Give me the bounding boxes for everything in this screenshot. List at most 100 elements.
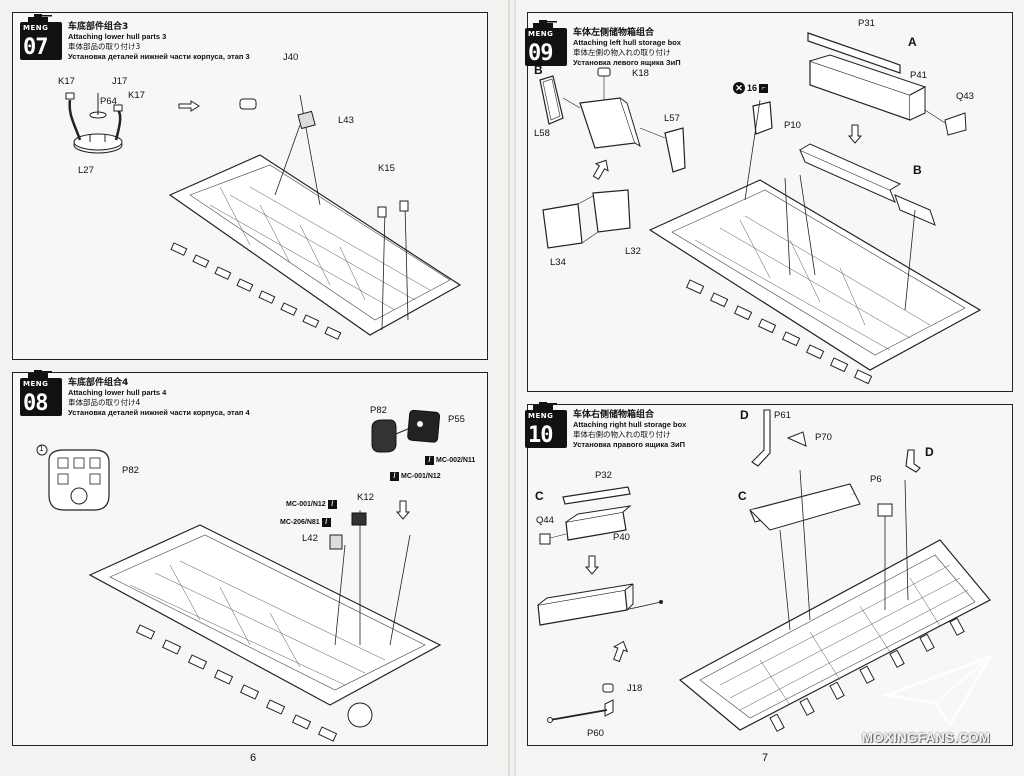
step-10-title-jp: 車体右側の物入れの取り付け [573, 430, 671, 439]
page-number-right: 7 [762, 752, 769, 764]
step-10-header: MENG 10 车体右侧储物箱组合 Attaching right hull s… [525, 402, 686, 450]
tank-icon [28, 370, 52, 378]
step-09-title-jp: 車体左側の物入れの取り付け [573, 48, 671, 57]
down-arrow-icon [395, 500, 411, 520]
step-10-titles: 车体右侧储物箱组合 Attaching right hull storage b… [573, 410, 686, 450]
tank-icon [28, 14, 52, 22]
step-09-header: MENG 09 车体左侧储物箱组合 Attaching left hull st… [525, 20, 681, 68]
step-10-bracket-drawing [905, 449, 921, 473]
paint-callout-mc001-a: /MC-001/N12 [390, 472, 441, 481]
tank-icon [533, 402, 557, 410]
step-10-box-c-drawing [539, 486, 632, 545]
callout-d-right: D [925, 445, 934, 459]
part-label-p70: P70 [815, 432, 832, 443]
step-09-title-zh: 车体左侧储物箱组合 [573, 28, 655, 38]
cut-callout: ✕ 16 ⌐ [733, 82, 769, 94]
part-label-p82-detail: P82 [122, 465, 139, 476]
tank-icon [533, 20, 557, 28]
part-label-p32: P32 [595, 470, 612, 481]
step-08-p82-p55-drawing [371, 409, 441, 453]
step-09-box-a-drawing [807, 32, 967, 136]
part-label-l58: L58 [534, 128, 550, 139]
part-label-l32: L32 [625, 246, 641, 257]
brush-icon: / [390, 472, 399, 481]
paint-callout-mc002: /MC-002/N11 [425, 456, 475, 465]
step-08-header: MENG 08 车底部件组合4 Attaching lower hull par… [20, 370, 250, 418]
part-label-k18: K18 [632, 68, 649, 79]
watermark-text: MOXINGFANS.COM [862, 730, 991, 745]
part-label-k15: K15 [378, 163, 395, 174]
remove-icon: ✕ [733, 82, 745, 94]
paint-callout-mc001-b: MC-001/N12/ [286, 500, 337, 509]
step-08-title-en: Attaching lower hull parts 4 [68, 388, 167, 397]
step-07-subassembly-drawing [65, 92, 123, 154]
detail-circle-number: 1 [39, 444, 44, 453]
step-08-hull-drawing [88, 510, 442, 742]
step-10-p61-p70-drawing [751, 409, 807, 467]
step-07-header: MENG 07 车底部件组合3 Attaching lower hull par… [20, 14, 250, 62]
up-arrow-icon [612, 640, 629, 663]
paper-plane-icon [881, 654, 994, 728]
arrow-icon [178, 100, 200, 112]
brush-icon: / [327, 500, 337, 509]
part-label-p82: P82 [370, 405, 387, 416]
step-10-title-ru: Установка правого ящика ЗиП [573, 440, 686, 449]
callout-a: A [908, 35, 917, 49]
part-label-p6: P6 [870, 474, 882, 485]
part-label-l34: L34 [550, 257, 566, 268]
part-label-k17-a: K17 [58, 76, 75, 87]
step-09-title-ru: Установка левого ящика ЗиП [573, 58, 681, 67]
down-arrow-icon [584, 555, 600, 575]
part-label-l42: L42 [302, 533, 318, 544]
step-09-l34-l32-drawing [542, 189, 631, 249]
part-label-k12: K12 [357, 492, 374, 503]
part-label-p40: P40 [613, 532, 630, 543]
step-10-box-assembled-drawing [537, 583, 663, 626]
part-label-q43: Q43 [956, 91, 974, 102]
step-07-titles: 车底部件组合3 Attaching lower hull parts 3 車体部… [68, 22, 250, 62]
up-arrow-icon [592, 159, 609, 180]
step-07-title-jp: 車体部品の取り付け3 [68, 42, 141, 51]
step-09-box-b-drawing [539, 67, 686, 173]
step-08-titles: 车底部件组合4 Attaching lower hull parts 4 車体部… [68, 378, 250, 418]
part-label-j40: J40 [283, 52, 299, 63]
callout-c-left: C [535, 489, 544, 503]
step-08-title-jp: 車体部品の取り付け4 [68, 398, 141, 407]
step-09-hull-drawing [648, 99, 982, 385]
step-09-titles: 车体左侧储物箱组合 Attaching left hull storage bo… [573, 28, 681, 68]
down-arrow-icon [847, 124, 863, 144]
part-label-p55: P55 [448, 414, 465, 425]
book-spine [508, 0, 516, 776]
part-label-p61: P61 [774, 410, 791, 421]
part-label-j18: J18 [627, 683, 643, 694]
part-label-l57: L57 [664, 113, 680, 124]
part-label-p60: P60 [587, 728, 604, 739]
knife-icon: ⌐ [759, 83, 769, 93]
part-label-j17: J17 [112, 76, 128, 87]
brush-icon: / [321, 518, 331, 527]
step-08-badge: MENG 08 [20, 370, 62, 416]
step-10-hull-drawing [678, 469, 991, 732]
step-07-title-en: Attaching lower hull parts 3 [68, 32, 167, 41]
step-10-title-en: Attaching right hull storage box [573, 420, 687, 429]
part-label-l43: L43 [338, 115, 354, 126]
step-07-badge: MENG 07 [20, 14, 62, 60]
callout-c-right: C [738, 489, 747, 503]
part-label-l27: L27 [78, 165, 94, 176]
callout-d-left: D [740, 408, 749, 422]
step-07-title-ru: Установка деталей нижней части корпуса, … [68, 52, 250, 61]
part-label-p41: P41 [910, 70, 927, 81]
step-07-title-zh: 车底部件组合3 [68, 22, 129, 32]
callout-b-right: B [913, 163, 922, 177]
step-08-detail-drawing [36, 444, 110, 511]
paint-callout-mc206: MC-206/N81/ [280, 518, 331, 527]
callout-b-left: B [534, 63, 543, 77]
part-label-k17-b: K17 [128, 90, 145, 101]
step-09-badge: MENG 09 [525, 20, 567, 66]
page-number-left: 6 [250, 752, 257, 764]
step-08-title-zh: 车底部件组合4 [68, 378, 129, 388]
part-label-p31: P31 [858, 18, 875, 29]
step-08-title-ru: Установка деталей нижней части корпуса, … [68, 408, 250, 417]
part-label-p10: P10 [784, 120, 801, 131]
step-07-hull-drawing [168, 94, 462, 340]
